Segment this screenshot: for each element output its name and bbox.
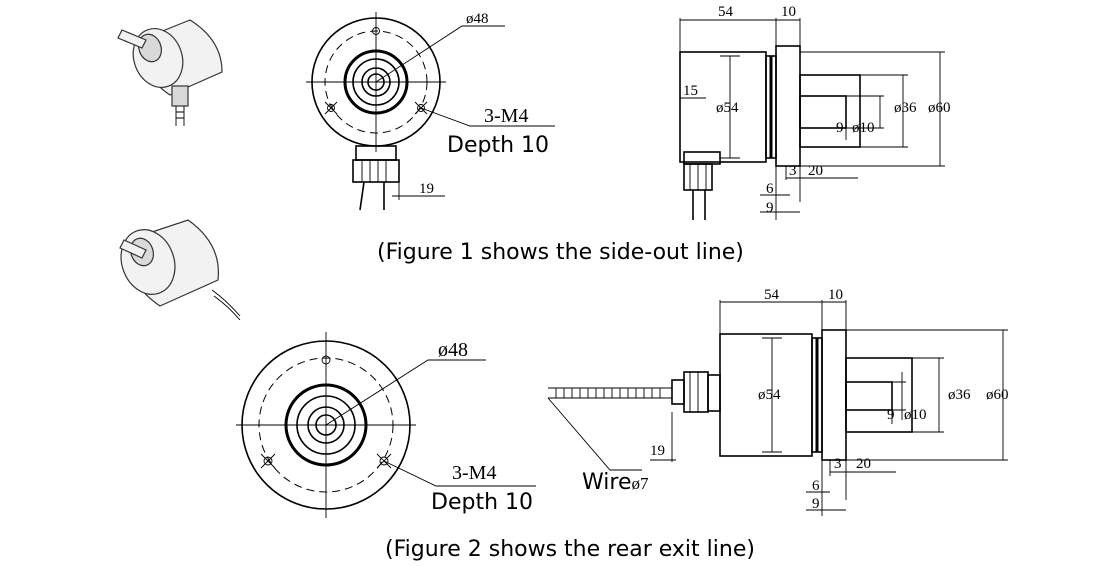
fig1-side-dim-phi60: ø60 — [928, 100, 951, 116]
fig2-side-dim-20: 20 — [856, 456, 871, 472]
fig1-caption: (Figure 1 shows the side-out line) — [377, 240, 744, 265]
fig2-side-dim-19: 19 — [650, 443, 665, 459]
fig2-side-dim-phi54: ø54 — [758, 387, 781, 403]
fig2-side-dim-3: 3 — [834, 456, 842, 472]
fig2-side-dim-phi60: ø60 — [986, 387, 1009, 403]
fig1-front-dim-19: 19 — [419, 181, 434, 197]
fig2-front-view — [236, 332, 536, 518]
fig2-wire-label: Wireø7 — [582, 470, 649, 495]
fig2-side-dim-phi36: ø36 — [948, 387, 971, 403]
fig1-front-thread-label: 3-M4 — [484, 105, 528, 127]
fig1-isometric-encoder — [117, 19, 223, 126]
fig1-side-dim-20: 20 — [808, 163, 823, 179]
fig2-front-thread-label: 3-M4 — [452, 462, 496, 484]
fig2-side-view — [547, 300, 1008, 516]
fig1-side-dim-15: 15 — [683, 83, 698, 99]
fig2-side-dim-9b: 9 — [812, 496, 820, 512]
fig1-side-dim-54: 54 — [718, 4, 734, 20]
fig1-side-view — [679, 18, 945, 220]
fig2-isometric-encoder — [119, 219, 241, 321]
fig2-side-dim-54: 54 — [764, 287, 780, 303]
fig2-side-dim-10: 10 — [828, 287, 843, 303]
fig1-side-dim-10: 10 — [781, 4, 796, 20]
fig1-front-depth-label: Depth 10 — [447, 133, 549, 158]
fig1-side-dim-9b: 9 — [766, 200, 774, 216]
fig2-caption: (Figure 2 shows the rear exit line) — [385, 537, 755, 562]
fig2-side-dim-9: 9 — [887, 407, 895, 423]
fig2-front-diameter-label: ø48 — [438, 339, 468, 361]
fig1-front-view — [306, 12, 555, 211]
fig1-side-dim-phi54: ø54 — [716, 100, 739, 116]
fig1-side-dim-3: 3 — [789, 163, 797, 179]
fig2-side-dim-6: 6 — [812, 478, 820, 494]
fig1-side-dim-6: 6 — [766, 181, 774, 197]
fig2-side-dim-phi10: ø10 — [904, 407, 927, 423]
fig1-side-dim-9: 9 — [836, 120, 844, 136]
fig1-side-dim-phi36: ø36 — [894, 100, 917, 116]
fig2-front-depth-label: Depth 10 — [431, 490, 533, 515]
fig1-side-dim-phi10: ø10 — [852, 120, 875, 136]
fig1-front-diameter-label: ø48 — [466, 11, 489, 27]
